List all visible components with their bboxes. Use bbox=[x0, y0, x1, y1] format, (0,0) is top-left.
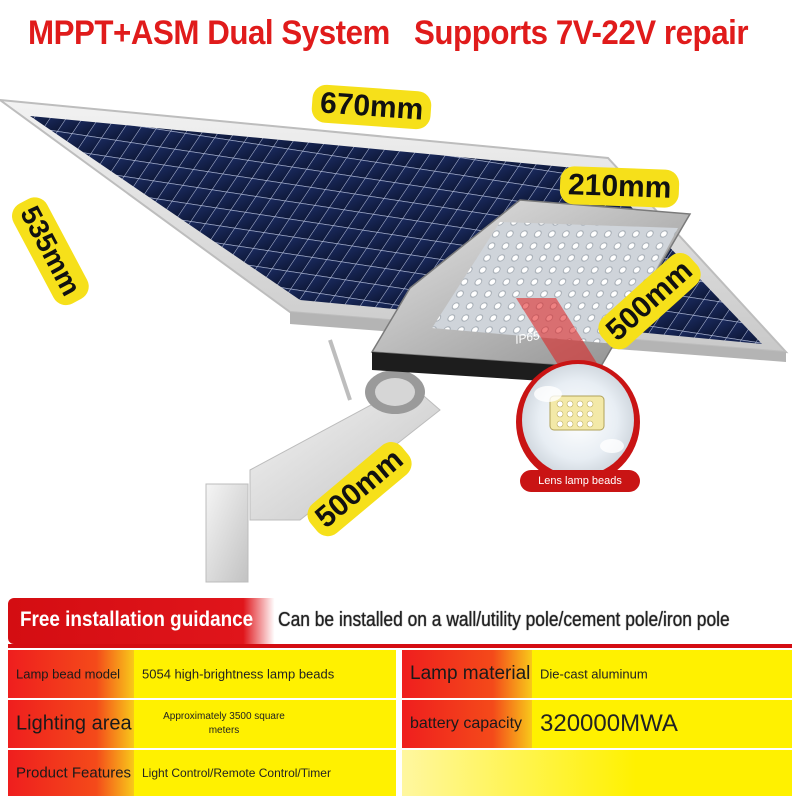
spec-table: Lamp bead model 5054 high-brightness lam… bbox=[8, 650, 792, 796]
dimension-lamp-depth: 210mm bbox=[559, 165, 681, 209]
spec-label-lighting-area: Lighting area bbox=[8, 700, 134, 748]
lens-callout bbox=[516, 298, 640, 484]
spec-label-product-features: Product Features bbox=[8, 750, 134, 796]
banner-free-installation: Free installation guidance bbox=[20, 608, 254, 631]
spec-label-battery-capacity: battery capacity bbox=[402, 700, 532, 748]
product-illustration: IP65 bbox=[0, 98, 789, 583]
lens-lamp-beads-label: Lens lamp beads bbox=[520, 470, 640, 492]
spec-value-lamp-bead-model: 5054 high-brightness lamp beads bbox=[134, 650, 396, 698]
headline-voltage-repair: Supports 7V-22V repair bbox=[414, 14, 749, 52]
mounting-arm bbox=[205, 339, 441, 583]
spec-empty-cell bbox=[402, 750, 792, 796]
spec-label-lamp-material: Lamp material bbox=[402, 650, 532, 698]
banner-mounting-options: Can be installed on a wall/utility pole/… bbox=[278, 609, 730, 631]
ip65-marking: IP65 bbox=[514, 328, 541, 347]
installation-banner bbox=[8, 598, 792, 644]
headline-dual-system: MPPT+ASM Dual System bbox=[28, 14, 390, 52]
spec-value-lighting-area: Approximately 3500 square meters bbox=[134, 700, 396, 748]
spec-label-lamp-bead-model: Lamp bead model bbox=[8, 650, 134, 698]
spec-value-product-features: Light Control/Remote Control/Timer bbox=[134, 750, 396, 796]
banner-underline bbox=[8, 644, 792, 648]
spec-value-lamp-material: Die-cast aluminum bbox=[532, 650, 792, 698]
spec-value-battery-capacity: 320000MWA bbox=[532, 700, 792, 748]
